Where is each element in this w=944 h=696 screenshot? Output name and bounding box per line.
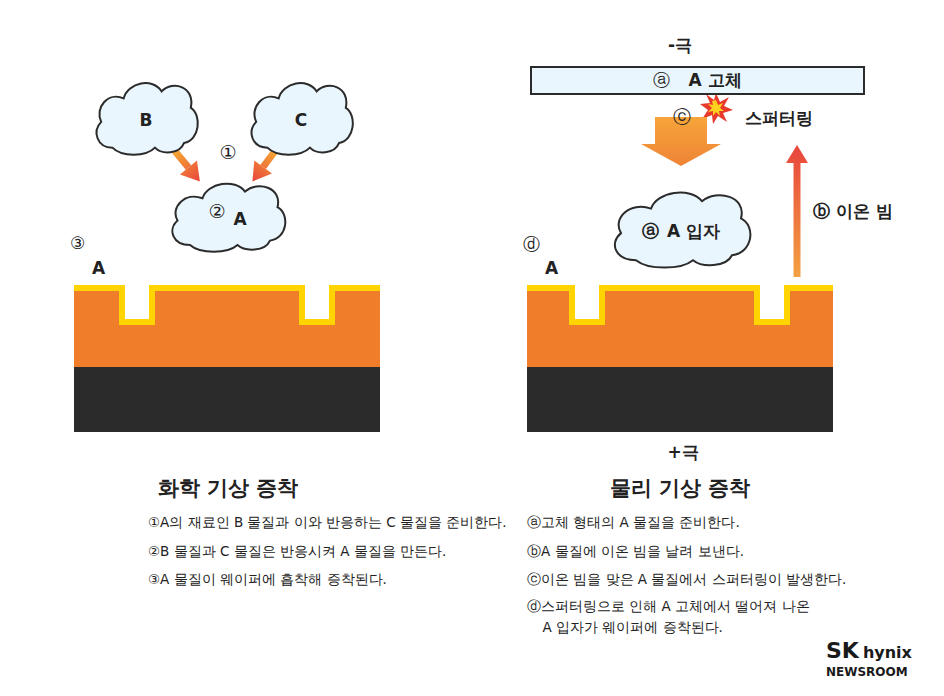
film-label: ③ [70,233,85,253]
wafer-drawing [74,285,380,432]
label: 물리 기상 증착 [610,474,751,502]
label: ⓒ [673,105,691,129]
cloud-shape: B [90,75,202,157]
arrow-shaft [794,163,801,277]
wafer-layer [74,288,380,367]
film-label: A [92,258,105,278]
cloud-label: ⓐ [642,220,659,243]
wafer-drawing [527,285,833,432]
film-label: ⓓ [523,233,540,256]
step-text: ①A의 재료인 B 물질과 이와 반응하는 C 물질을 준비한다. [148,514,507,532]
arrow-head [180,161,200,182]
cloud-outline [165,176,290,254]
watermark: NEWSROOM [826,665,908,679]
cloud-shape: C [245,75,357,157]
cloud-label: A [233,209,246,229]
step-text: ②B 물질과 C 물질은 반응시켜 A 물질을 만든다. [148,543,446,561]
deposited-film [74,288,380,322]
wafer: ③A [74,285,380,432]
box-label: ⓐ [653,69,670,92]
cloud-text: B [90,75,202,157]
label: 화학 기상 증착 [158,474,299,502]
step-text: ③A 물질이 웨이퍼에 흡착해 증착된다. [148,571,387,589]
label: -극 [668,34,692,57]
cloud-shape: ②A [165,176,290,254]
cloud-path [615,192,750,267]
substrate [74,367,380,432]
connector-arrow [786,145,808,277]
label: 스퍼터링 [745,107,813,130]
cloud-text: ②A [165,176,290,254]
wafer: ⓓA [527,285,833,432]
step-text: ⓒ이온 빔을 맞은 A 물질에서 스퍼터링이 발생한다. [527,571,846,589]
connector-arrow [172,148,200,181]
cloud-path [172,184,285,252]
cloud-text: C [245,75,357,157]
cloud-label: A 입자 [667,220,720,243]
cloud-label: ② [208,200,225,222]
step-text: ⓑA 물질에 이온 빔을 날려 보낸다. [527,543,744,561]
target-box: ⓐ A 고체 [530,66,865,95]
box-label: A 고체 [688,69,741,92]
cloud-shape: ⓐ A 입자 [606,184,756,270]
arrow-head [252,160,272,181]
deposited-film [527,288,833,322]
cloud-path [252,83,353,155]
film-label: A [545,258,558,278]
label: ① [219,141,236,163]
watermark: SK [826,638,859,663]
watermark: hynix [863,643,912,662]
cloud-path [97,83,198,155]
cloud-text: ⓐ A 입자 [606,184,756,270]
box-text: ⓐ A 고체 [532,68,863,93]
cloud-label: C [295,110,307,130]
arrow-head [786,145,808,163]
substrate [527,367,833,432]
wafer-layer [527,288,833,367]
step-text: ⓓ스퍼터링으로 인해 A 고체에서 떨어져 나온 A 입자가 웨이퍼에 증착된다… [527,596,811,638]
edge-label: ⓑ 이온 빔 [811,199,895,224]
connector-arrow [252,148,277,181]
label: +극 [667,441,698,464]
step-text: ⓐ고체 형태의 A 물질을 준비한다. [527,514,740,532]
cloud-label: B [140,110,153,130]
